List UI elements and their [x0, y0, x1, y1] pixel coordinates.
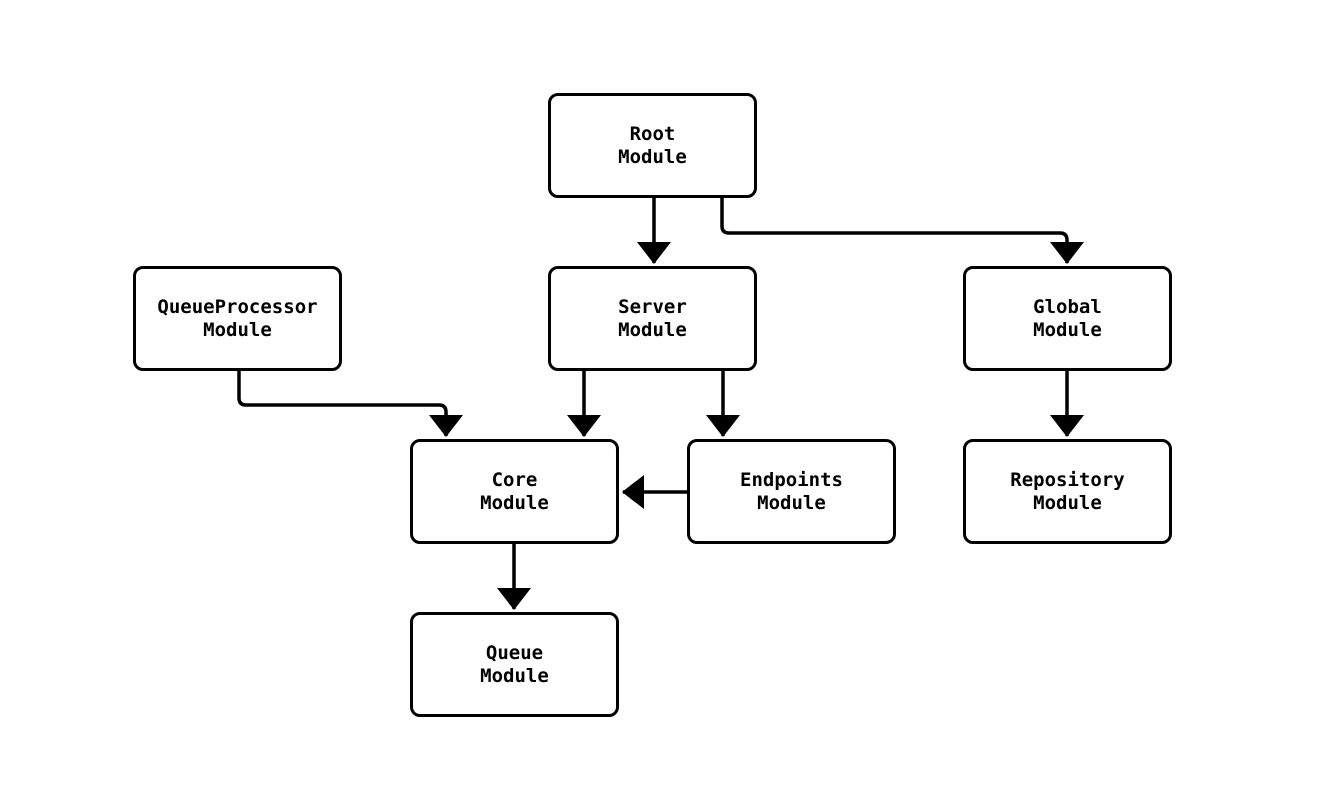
node-global-module: Global Module — [963, 266, 1172, 371]
node-queueprocessor-module: QueueProcessor Module — [133, 266, 342, 371]
node-repository-module: Repository Module — [963, 439, 1172, 544]
node-label-line: Endpoints — [740, 468, 843, 491]
node-label-line: QueueProcessor — [157, 295, 318, 318]
node-label-line: Server — [618, 295, 687, 318]
node-label-line: Module — [618, 145, 687, 168]
node-label-line: Module — [480, 491, 549, 514]
node-endpoints-module: Endpoints Module — [687, 439, 896, 544]
node-core-module: Core Module — [410, 439, 619, 544]
node-label-line: Repository — [1010, 468, 1125, 491]
node-server-module: Server Module — [548, 266, 757, 371]
node-root-module: Root Module — [548, 93, 757, 198]
node-label-line: Global — [1033, 295, 1102, 318]
node-queue-module: Queue Module — [410, 612, 619, 717]
edge-root-to-global — [720, 198, 1084, 264]
node-label-line: Module — [1033, 491, 1102, 514]
node-label-line: Root — [629, 122, 676, 145]
node-label-line: Module — [1033, 318, 1102, 341]
node-label-line: Queue — [485, 641, 544, 664]
node-label-line: Module — [757, 491, 826, 514]
edge-queueprocessor-to-core — [237, 371, 463, 437]
node-label-line: Module — [618, 318, 687, 341]
node-label-line: Module — [480, 664, 549, 687]
node-label-line: Module — [203, 318, 272, 341]
node-label-line: Core — [491, 468, 538, 491]
